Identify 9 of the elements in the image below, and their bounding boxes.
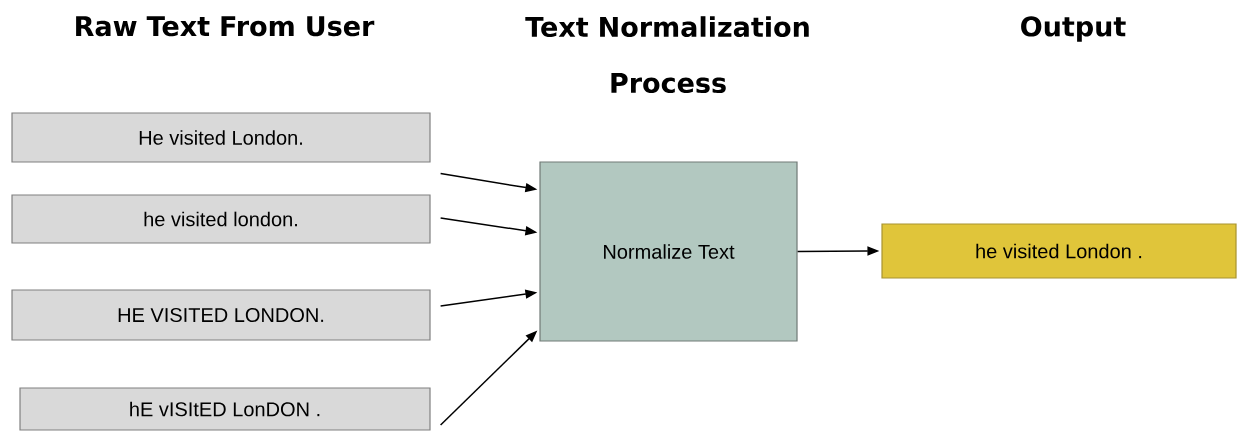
column-heading: Text Normalization Process <box>525 16 809 94</box>
input-box: He visited London. <box>11 112 431 163</box>
output-box: he visited London . <box>881 223 1237 279</box>
column-heading: Raw Text From User <box>76 16 375 37</box>
process-box: Normalize Text <box>539 161 798 342</box>
input-box: HE VISITED LONDON. <box>11 289 431 341</box>
input-box: he visited london. <box>11 194 431 244</box>
column-heading: Output <box>1021 16 1126 42</box>
input-box: hE vISItED LonDON . <box>19 387 431 431</box>
